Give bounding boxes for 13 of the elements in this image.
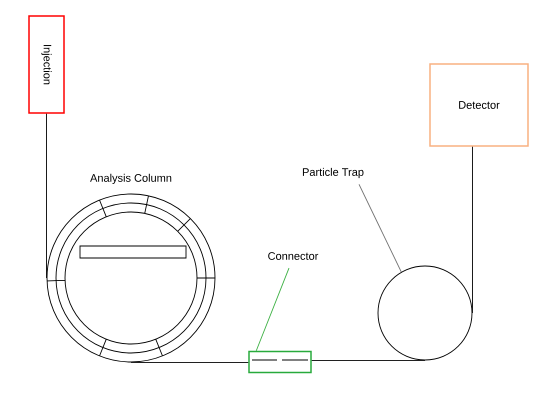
injection-box: Injection: [28, 15, 65, 114]
tube-line: [472, 146, 473, 314]
trap-circle: [378, 266, 472, 360]
node-label: Analysis Column: [90, 174, 172, 184]
connector-label: Connector: [268, 252, 318, 260]
tube-line: [130, 362, 249, 363]
tube-line: [46, 113, 47, 278]
tube-line: [311, 360, 426, 361]
leader-line: [256, 268, 290, 352]
connector-box: [248, 350, 312, 374]
detector-box: Detector: [429, 63, 529, 147]
trap-label: Particle Trap: [302, 168, 364, 178]
leader-line: [358, 184, 402, 272]
